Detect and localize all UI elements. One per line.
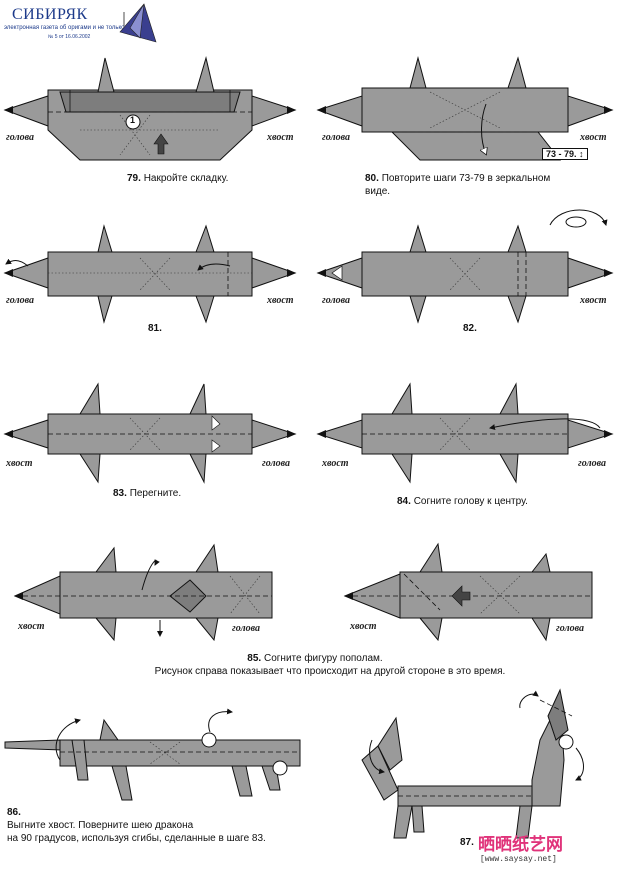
diagram-step-83 [3, 382, 297, 484]
diagram-step-86 [4, 708, 301, 801]
watermark-url: [www.saysay.net] [480, 855, 557, 864]
step-85-line-2: Рисунок справа показывает что происходит… [154, 666, 506, 677]
step-86-line-1: Выгните хвост. Поверните шею дракона [7, 820, 194, 831]
step-85-line-1: 85. Согните фигуру пополам. [0, 652, 620, 665]
caption-step-84: 84. Согните голову к центру. [397, 495, 528, 508]
label-head-85-right: голова [556, 623, 584, 634]
step-80-number: 80. [365, 173, 379, 184]
step-79-number: 79. [127, 173, 141, 184]
label-head-84: голова [578, 458, 606, 469]
step-85-number: 85. [247, 653, 262, 664]
caption-step-81: 81. [148, 322, 162, 335]
marker-circle-1: 1 [130, 115, 136, 125]
label-tail-84: хвост [322, 458, 349, 469]
label-tail-83: хвост [6, 458, 33, 469]
label-tail-85-left: хвост [18, 621, 45, 632]
label-head-81: голова [6, 295, 34, 306]
step-80-reference-box: 73 - 79. ↕ [542, 148, 588, 160]
label-head-85-left: голова [232, 623, 260, 634]
diagram-step-81 [3, 224, 297, 324]
caption-step-83: 83. Перегните. [113, 487, 181, 500]
step-86-number: 86. [7, 807, 21, 818]
caption-step-85: 85. Согните фигуру пополам. Рисунок спра… [0, 652, 620, 678]
diagram-step-82 [316, 209, 614, 324]
masthead-subtitle: электронная газета об оригами и не тольк… [4, 25, 125, 31]
caption-step-79: 79. Накройте складку. [127, 172, 228, 185]
caption-step-82: 82. [463, 322, 477, 335]
step-85-text: Согните фигуру пополам. [263, 653, 383, 664]
diagram-step-87 [361, 688, 584, 839]
diagram-step-80 [316, 56, 614, 161]
step-81-number: 81. [148, 323, 162, 334]
label-tail-79: хвост [267, 132, 294, 143]
step-87-number: 87. [460, 837, 474, 848]
crane-logo-icon [119, 3, 157, 43]
label-head-83: голова [262, 458, 290, 469]
label-tail-82: хвост [580, 295, 607, 306]
diagram-step-84 [316, 382, 614, 484]
step-80-text: Повторите шаги 73-79 в зеркальном виде. [365, 173, 551, 197]
step-80-reference-label: 73 - 79. [546, 149, 577, 159]
caption-step-86: 86. Выгните хвост. Поверните шею дракона… [7, 806, 327, 845]
diagram-step-79 [3, 56, 297, 161]
label-tail-80: хвост [580, 132, 607, 143]
step-86-line-2: на 90 градусов, используя сгибы, сделанн… [7, 833, 266, 844]
label-head-79: голова [6, 132, 34, 143]
diagram-step-85-right [343, 542, 593, 642]
step-82-number: 82. [463, 323, 477, 334]
label-head-82: голова [322, 295, 350, 306]
turn-over-icon: ↕ [579, 149, 584, 159]
caption-step-80: 80. Повторите шаги 73-79 в зеркальном ви… [365, 172, 565, 198]
step-84-text: Согните голову к центру. [413, 496, 528, 507]
label-tail-85-right: хвост [350, 621, 377, 632]
step-79-text: Накройте складку. [143, 173, 229, 184]
watermark-logo: 晒晒纸艺网 [478, 835, 563, 854]
masthead-issue: № 5 от 16.06.2002 [48, 34, 91, 40]
step-83-text: Перегните. [129, 488, 182, 499]
step-83-number: 83. [113, 488, 127, 499]
caption-step-87: 87. [460, 836, 474, 849]
masthead-title: СИБИРЯК [12, 6, 88, 23]
masthead: СИБИРЯК электронная газета об оригами и … [4, 2, 174, 48]
diagram-step-85-left [13, 543, 273, 642]
label-head-80: голова [322, 132, 350, 143]
label-tail-81: хвост [267, 295, 294, 306]
step-84-number: 84. [397, 496, 411, 507]
